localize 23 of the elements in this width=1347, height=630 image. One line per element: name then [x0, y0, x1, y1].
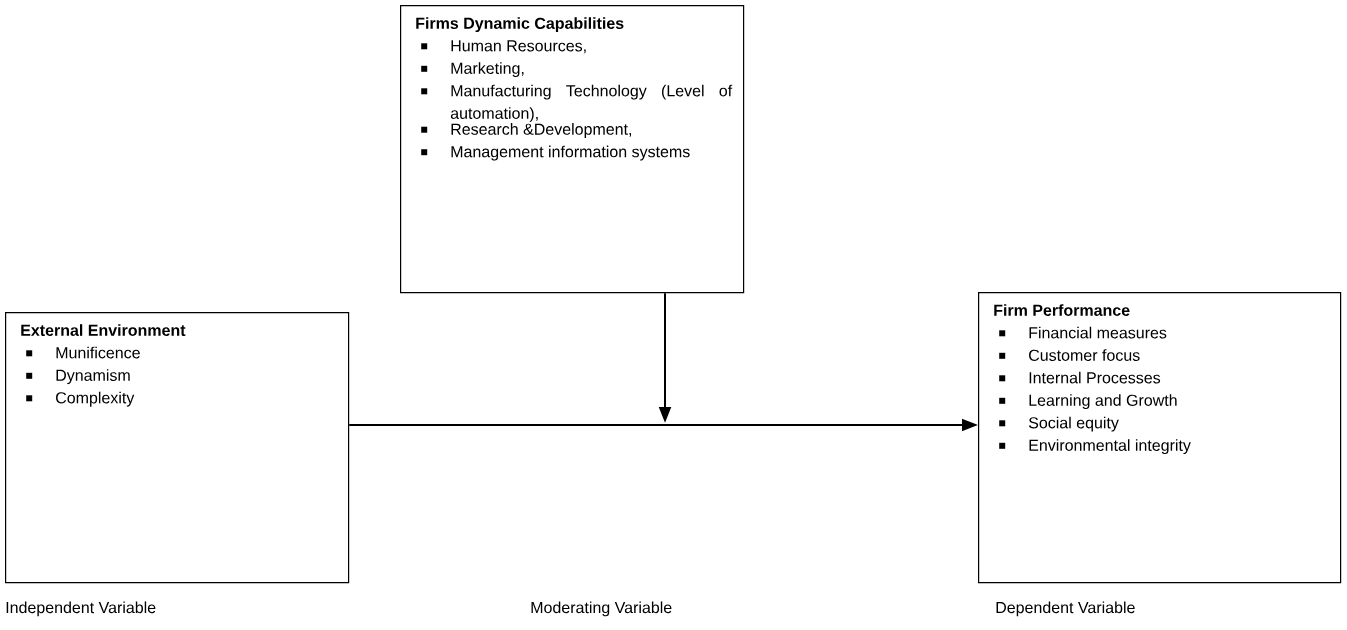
list-item: Social equity: [1028, 416, 1119, 432]
variable-box: [400, 5, 745, 294]
heading: External Environment: [21, 324, 186, 336]
list-item: Human Resources,: [451, 40, 586, 54]
caption-text: Dependent Variable: [996, 601, 1135, 617]
list-item: Management information systems: [451, 145, 690, 161]
caption-text: Independent Variable: [6, 601, 156, 617]
list-item: Research &Development,: [451, 123, 632, 139]
list-item: Financial measures: [1029, 326, 1167, 339]
caption-text: Moderating Variable: [531, 601, 672, 617]
heading: Firms Dynamic Capabilities: [416, 17, 624, 33]
list-item: Munificence: [56, 346, 140, 359]
list-item: Marketing,: [451, 62, 524, 78]
heading: Firm Performance: [994, 304, 1130, 316]
list-item: Learning and Growth: [1029, 394, 1177, 410]
variable-box: [978, 292, 1342, 584]
list-item: Manufacturing Technology (Level of automation),: [450, 84, 733, 123]
variable-box: [5, 312, 350, 584]
list-item: Environmental integrity: [1029, 439, 1191, 455]
list-item: Dynamism: [56, 369, 130, 385]
list-item: Customer focus: [1029, 349, 1140, 361]
list-item: Internal Processes: [1029, 371, 1161, 384]
list-item: Complexity: [56, 391, 135, 407]
